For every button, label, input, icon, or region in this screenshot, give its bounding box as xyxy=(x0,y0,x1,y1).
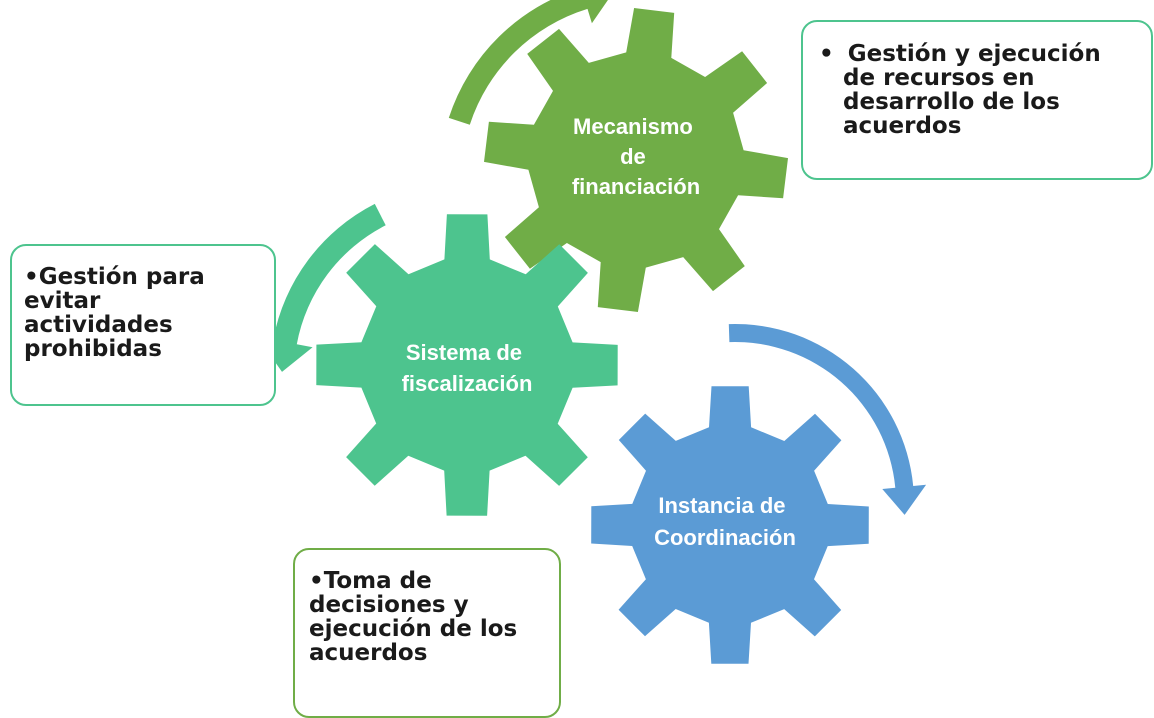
callout-financing-line-2: de recursos en xyxy=(843,65,1035,91)
callout-financing: • Gestión y ejecución de recursos en des… xyxy=(801,20,1153,180)
gear-coordination-shape xyxy=(591,386,869,664)
gear-coordination-label: Instancia de Coordinación xyxy=(654,493,796,550)
callout-financing-bullet: • xyxy=(819,41,834,67)
callout-coordination-bullet: • xyxy=(309,568,324,594)
gear-oversight: Sistema de fiscalización xyxy=(316,214,618,516)
gear-financing-shape xyxy=(484,8,788,312)
callout-coordination-line-3: ejecución de los xyxy=(309,616,518,642)
callout-financing-line-3: desarrollo de los xyxy=(843,89,1060,115)
callout-financing-line-1: Gestión y ejecución xyxy=(847,41,1101,67)
callout-oversight: •Gestión para evitar actividades prohibi… xyxy=(10,244,276,406)
callout-financing-text: • Gestión y ejecución de recursos en des… xyxy=(819,42,1101,138)
curved-arrow-oversight xyxy=(257,203,386,372)
callout-coordination-line-2: decisiones y xyxy=(309,592,469,618)
callout-oversight-line-2: evitar xyxy=(24,288,101,314)
callout-oversight-line-4: prohibidas xyxy=(24,336,162,362)
gear-financing-label: Mecanismo de financiación xyxy=(572,114,700,199)
callout-oversight-line-1: Gestión para xyxy=(38,264,205,290)
callout-coordination: •Toma de decisiones y ejecución de los a… xyxy=(293,548,561,718)
curved-arrow-financing xyxy=(448,0,608,125)
gear-coordination: Instancia de Coordinación xyxy=(591,386,869,664)
gear-financing: Mecanismo de financiación xyxy=(484,8,788,312)
callout-coordination-line-1: Toma de xyxy=(323,568,432,594)
callout-coordination-line-4: acuerdos xyxy=(309,640,428,666)
callout-oversight-line-3: actividades xyxy=(24,312,173,338)
gear-oversight-label: Sistema de fiscalización xyxy=(402,340,533,396)
callout-oversight-text: •Gestión para evitar actividades prohibi… xyxy=(24,265,205,361)
callout-coordination-text: •Toma de decisiones y ejecución de los a… xyxy=(309,569,517,665)
curved-arrow-coordination xyxy=(728,323,927,515)
callout-oversight-bullet: • xyxy=(24,264,39,290)
callout-financing-line-4: acuerdos xyxy=(843,113,962,139)
gear-oversight-shape xyxy=(316,214,618,516)
